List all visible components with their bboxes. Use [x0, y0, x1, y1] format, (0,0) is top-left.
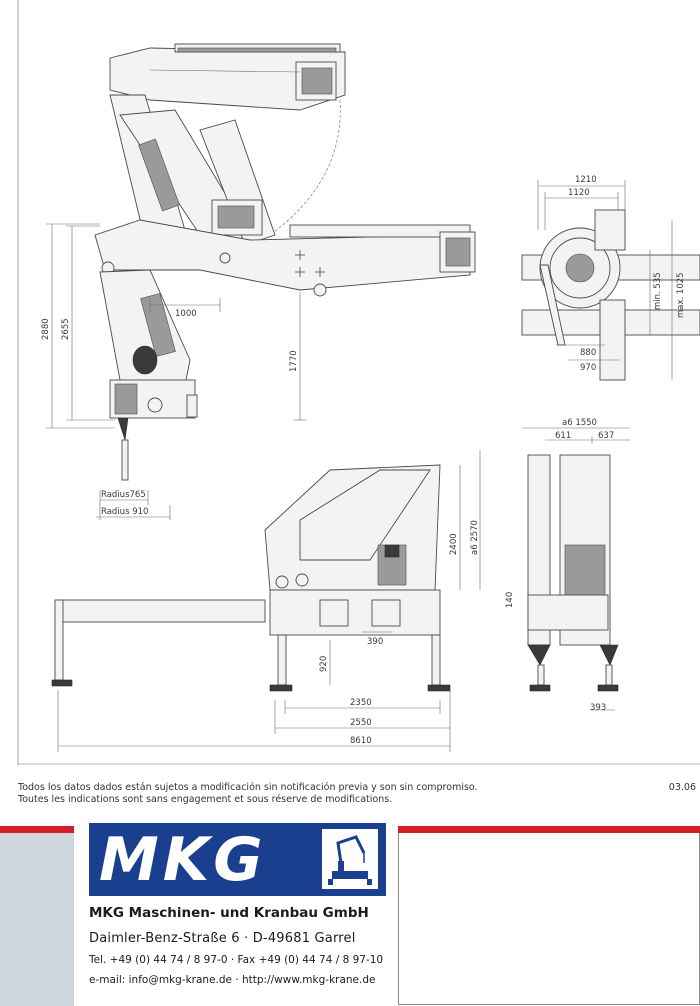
company-contact: e-mail: info@mkg-krane.de · http://www.m…: [89, 974, 376, 986]
company-name: MKG Maschinen- und Kranbau GmbH: [89, 905, 369, 921]
radius-910-label: Radius 910: [101, 507, 148, 517]
dim-637: 637: [598, 431, 614, 441]
crane-drawing-svg: 2880 2655 1000 1770 Radius765 Radius 910…: [17, 0, 700, 765]
technical-drawing: 2880 2655 1000 1770 Radius765 Radius 910…: [17, 0, 700, 765]
dim-1000: 1000: [175, 309, 197, 319]
dim-min-535: min. 535: [653, 272, 663, 310]
disclaimer-french: Toutes les indications sont sans engagem…: [18, 794, 393, 805]
dim-390: 390: [367, 637, 383, 647]
crane-emblem-icon: [322, 829, 378, 889]
dim-1770: 1770: [289, 350, 299, 372]
crane-side-view: 2880 2655 1000 1770 Radius765 Radius 910: [41, 43, 476, 520]
company-street: Daimler-Benz-Straße 6 · D-49681 Garrel: [89, 931, 356, 946]
mkg-logo: MKG: [89, 823, 386, 896]
grey-side-panel: [0, 833, 74, 1006]
dim-920: 920: [319, 656, 329, 672]
document-date: 03.06: [668, 782, 696, 793]
logo-wordmark: MKG: [99, 825, 267, 895]
crane-transport-view: 2400 a6 2570 390 920 2350 2550 8610: [51, 450, 481, 752]
dim-1210: 1210: [575, 175, 597, 185]
dim-611: 611: [555, 431, 571, 441]
dim-1120: 1120: [568, 188, 590, 198]
dim-2880: 2880: [41, 318, 51, 340]
dim-140: 140: [505, 592, 515, 608]
dim-a6-1550: a6 1550: [562, 418, 597, 428]
dim-a6-2570: a6 2570: [470, 520, 480, 555]
crane-end-view: a6 1550 611 637 140 393: [505, 418, 630, 713]
dim-2550: 2550: [350, 718, 372, 728]
radius-765-label: Radius765: [101, 490, 146, 500]
red-accent-bar-right: [398, 826, 700, 833]
crane-plan-view: 1210 1120 880 970 min. 535 max. 1025: [521, 175, 700, 381]
disclaimer-spanish: Todos los datos dados están sujetos a mo…: [18, 782, 478, 793]
dim-max-1025: max. 1025: [676, 272, 686, 318]
company-phone: Tel. +49 (0) 44 74 / 8 97-0 · Fax +49 (0…: [89, 954, 384, 966]
dim-2655: 2655: [61, 318, 71, 340]
disclaimer: Todos los datos dados están sujetos a mo…: [18, 782, 618, 806]
dim-970: 970: [580, 363, 596, 373]
dim-393: 393: [590, 703, 606, 713]
dim-2350: 2350: [350, 698, 372, 708]
dim-2400: 2400: [449, 533, 459, 555]
dim-880: 880: [580, 348, 596, 358]
red-accent-bar-left: [0, 826, 74, 833]
dim-8610: 8610: [350, 736, 372, 746]
blank-card: [398, 833, 700, 1005]
company-address: MKG Maschinen- und Kranbau GmbH Daimler-…: [89, 905, 389, 994]
